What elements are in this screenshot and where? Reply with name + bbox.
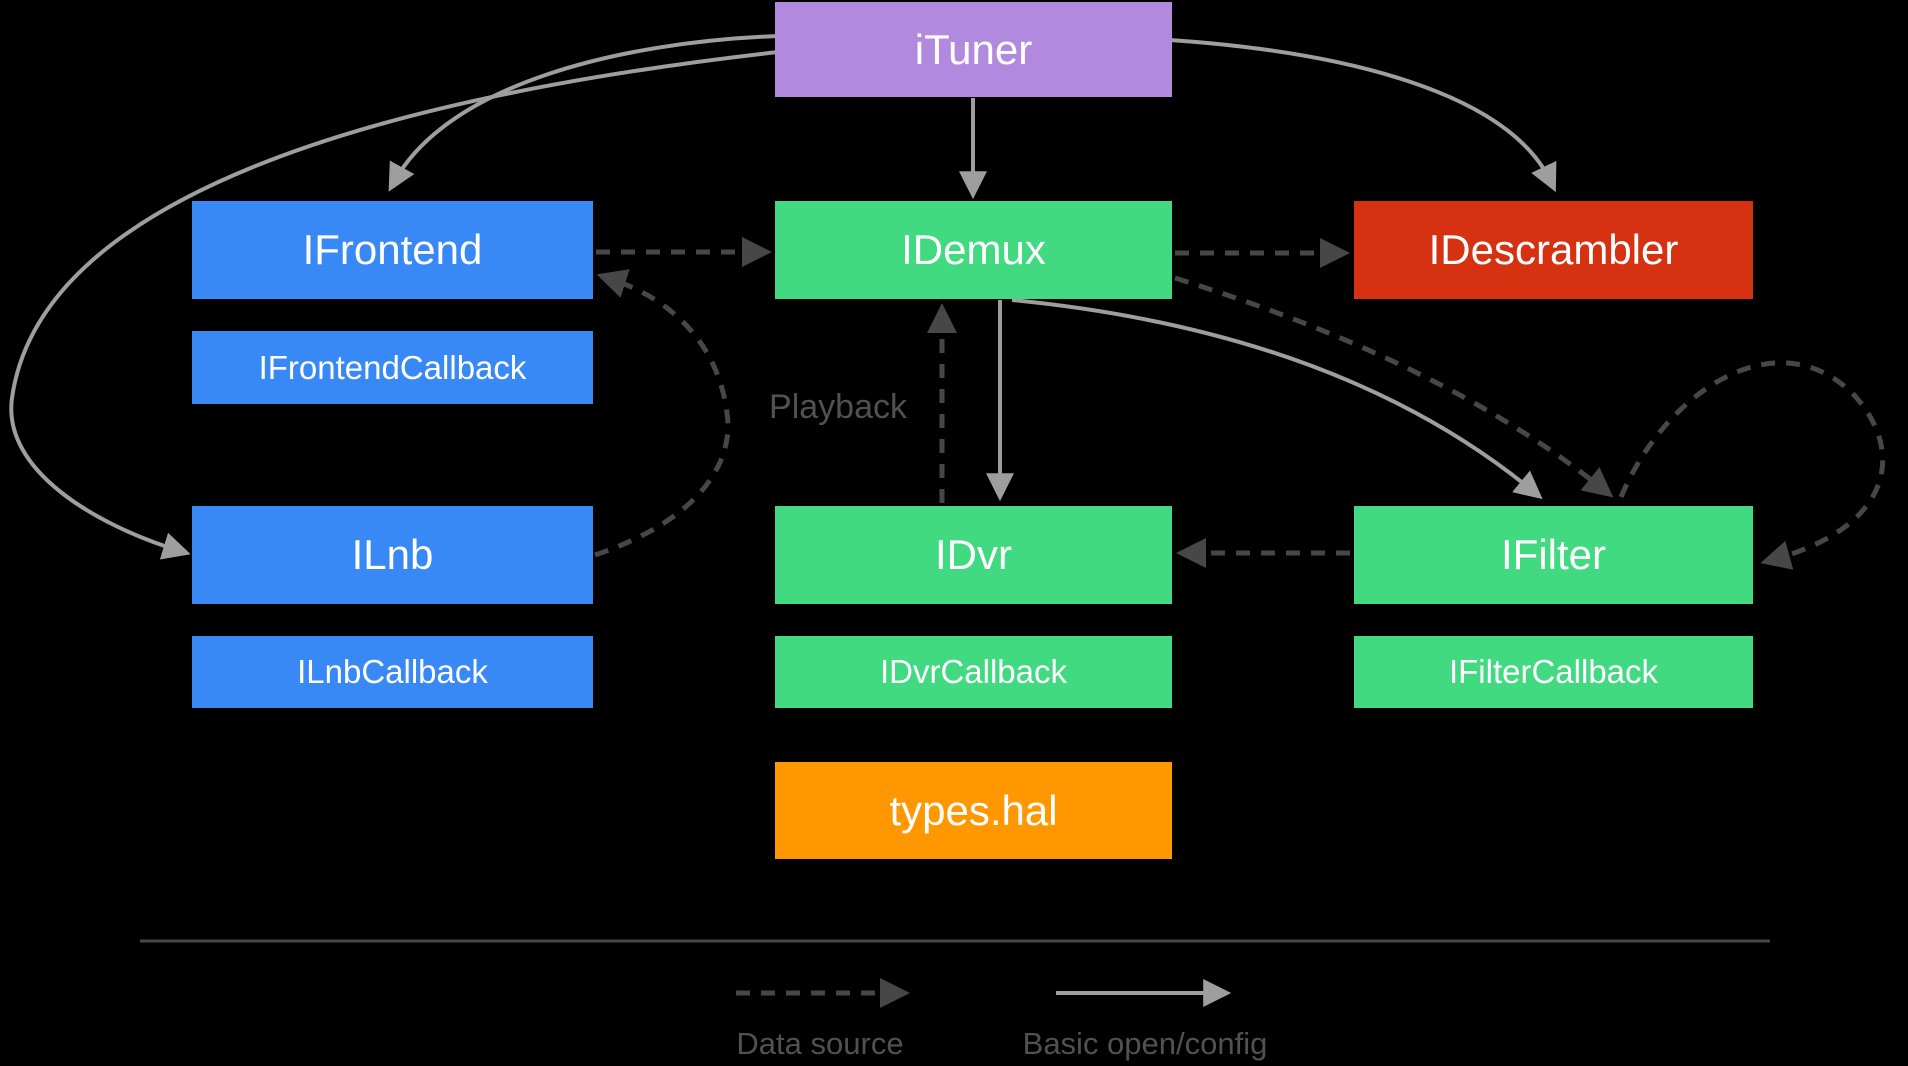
legend-solid-label: Basic open/config xyxy=(1022,1026,1268,1061)
node-idvr-label: IDvr xyxy=(935,531,1012,578)
node-ilnb-callback: ILnbCallback xyxy=(192,636,593,708)
edge-idemux-to-ifilter xyxy=(1011,298,1543,500)
node-ifilter-label: IFilter xyxy=(1501,531,1606,578)
playback-edge-label: Playback xyxy=(769,388,907,426)
edge-ituner-to-ifrontend xyxy=(388,34,779,192)
node-idvr: IDvr xyxy=(775,506,1172,604)
node-ifilter-callback-label: IFilterCallback xyxy=(1448,653,1659,690)
node-ifilter-callback: IFilterCallback xyxy=(1354,636,1753,708)
node-ilnb-label: ILnb xyxy=(351,531,434,578)
edge-ifilter-self-loop-data xyxy=(1618,360,1886,570)
node-ifilter: IFilter xyxy=(1354,506,1753,604)
node-idvr-callback: IDvrCallback xyxy=(775,636,1172,708)
node-ifrontend-label: IFrontend xyxy=(302,226,483,273)
node-ifrontend-callback: IFrontendCallback xyxy=(192,331,593,404)
node-idescrambler-label: IDescrambler xyxy=(1428,226,1679,273)
node-idvr-callback-label: IDvrCallback xyxy=(879,653,1068,690)
edge-ilnb-to-ifrontend-data xyxy=(594,269,731,558)
edge-ituner-to-idescrambler xyxy=(1169,38,1557,193)
edge-idemux-to-ifilter-data xyxy=(1174,275,1614,498)
node-ilnb: ILnb xyxy=(192,506,593,604)
node-idemux: IDemux xyxy=(775,201,1172,299)
node-idemux-label: IDemux xyxy=(901,226,1046,273)
legend-dashed-label: Data source xyxy=(736,1026,904,1061)
node-types-hal-label: types.hal xyxy=(889,786,1058,834)
node-types-hal: types.hal xyxy=(775,762,1172,859)
node-ilnb-callback-label: ILnbCallback xyxy=(297,653,488,690)
node-ituner-label: iTuner xyxy=(914,25,1033,73)
node-ifrontend: IFrontend xyxy=(192,201,593,299)
node-ituner: iTuner xyxy=(775,2,1172,97)
node-idescrambler: IDescrambler xyxy=(1354,201,1753,299)
edge-ituner-to-ilnb xyxy=(9,50,779,560)
node-ifrontend-callback-label: IFrontendCallback xyxy=(258,348,527,386)
